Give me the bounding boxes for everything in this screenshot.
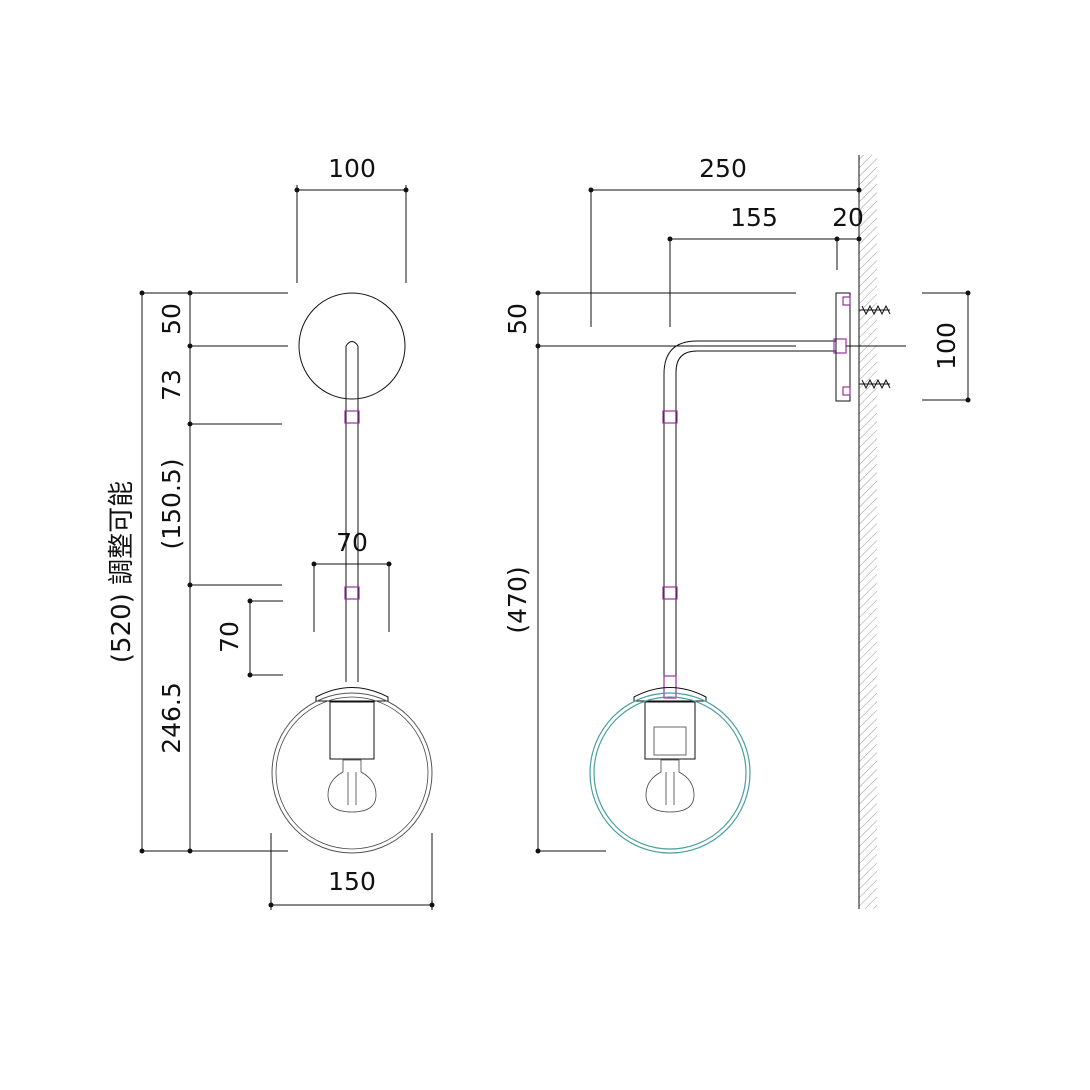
side-vertical-dimensions: 50 (470) xyxy=(503,290,796,854)
side-depth-155-label: 155 xyxy=(730,203,778,232)
stem-joint-upper xyxy=(344,410,360,424)
socket xyxy=(329,701,375,760)
side-view: 250 155 20 50 (470) xyxy=(503,154,971,909)
front-width-bottom-label: 150 xyxy=(328,867,376,896)
arm-joint-lower xyxy=(662,586,678,600)
shade-cap xyxy=(315,687,389,702)
front-dim-50: 50 xyxy=(157,303,186,335)
front-width-top-dimension: 100 xyxy=(294,154,409,283)
front-vertical-dimensions: 50 73 (150.5) 246.5 xyxy=(157,290,288,854)
side-dim-50: 50 xyxy=(503,303,532,335)
front-dim-70-vertical-label: 70 xyxy=(215,621,244,653)
side-bulb xyxy=(645,759,695,813)
front-dim-70-horizontal-label: 70 xyxy=(336,528,368,557)
side-arm xyxy=(663,340,836,682)
front-width-bottom-dimension: 150 xyxy=(268,833,435,910)
front-view: 100 xyxy=(107,154,435,910)
side-depth-250-label: 250 xyxy=(699,154,747,183)
side-shade-cap xyxy=(633,687,707,702)
bulb xyxy=(327,759,377,813)
side-depth-250-dimension: 250 xyxy=(588,154,862,327)
arm-joint-socket xyxy=(663,675,677,699)
side-dim-470: (470) xyxy=(503,566,532,633)
side-glass-globe xyxy=(589,692,751,854)
stem xyxy=(345,341,359,682)
front-dim-150-5: (150.5) xyxy=(157,458,186,549)
front-dim-70-vertical: 70 xyxy=(215,598,283,678)
front-width-top-label: 100 xyxy=(328,154,376,183)
side-depth-20-label: 20 xyxy=(832,203,864,232)
stem-joint-lower xyxy=(344,586,360,600)
front-total-height-dimension: (520) 調整可能 xyxy=(107,290,190,854)
front-total-height-label: (520) 調整可能 xyxy=(107,481,137,663)
side-depth-155-dimension: 155 20 xyxy=(667,203,864,327)
side-plate-100-label: 100 xyxy=(932,322,961,370)
wall-bracket xyxy=(835,292,906,402)
arm-joint-upper xyxy=(662,410,678,424)
wall-hatch xyxy=(859,155,877,909)
front-dim-73: 73 xyxy=(157,369,186,401)
side-plate-100-dimension: 100 xyxy=(922,290,971,403)
canopy xyxy=(298,292,406,400)
glass-globe xyxy=(271,692,433,854)
front-dim-246-5: 246.5 xyxy=(157,682,186,754)
side-socket xyxy=(644,701,696,760)
front-dim-70-horizontal: 70 xyxy=(311,528,392,632)
